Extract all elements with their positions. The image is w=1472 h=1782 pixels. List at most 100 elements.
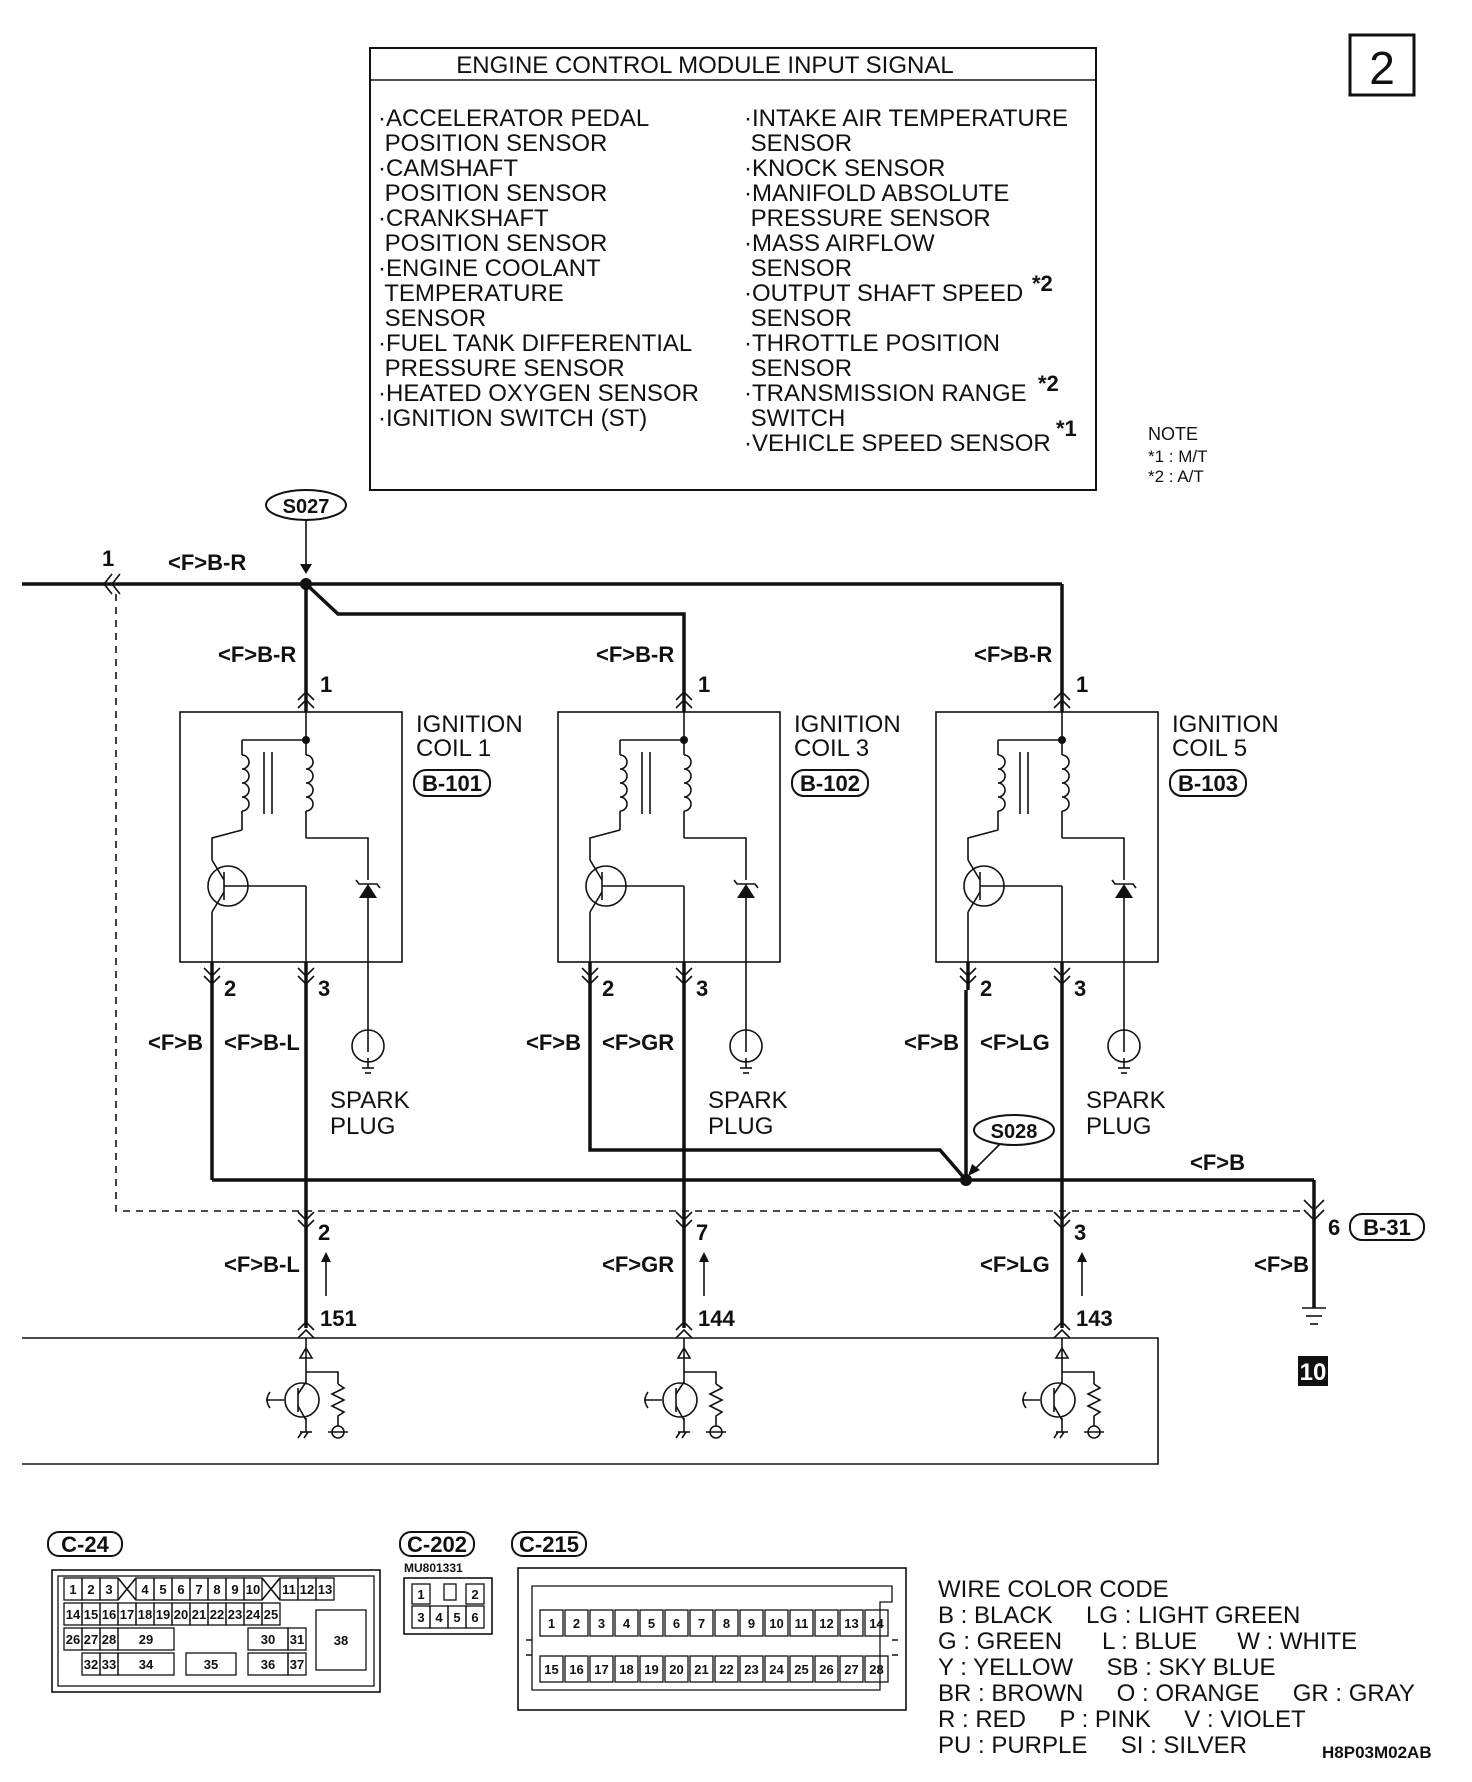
connector-symbol [581,967,599,986]
coil-ground-wire-label: <F>B [526,1030,581,1055]
connector-pin-number: 8 [213,1582,220,1597]
legend-line: PU : PURPLE SI : SILVER [938,1732,1247,1759]
signal-item: ·FUEL TANK DIFFERENTIAL [378,330,692,357]
connector-symbol [675,690,693,709]
resistor-icon [330,1383,346,1426]
signal-item: ·HEATED OXYGEN SENSOR [378,380,699,407]
connector-pin [689,1655,714,1683]
connector-pin-number: 16 [102,1607,116,1622]
ecm-driver [266,1338,348,1439]
connector-pin [764,1655,789,1683]
note-line: *2 : A/T [1148,467,1204,486]
transistor-icon [284,1382,320,1418]
connector-pin-number: 25 [264,1607,278,1622]
connector-pin [287,1627,307,1651]
connector-pin-number: 6 [177,1582,184,1597]
ecm-driver [1022,1338,1104,1439]
connector-pin-number: 24 [769,1662,784,1677]
signal-item: PRESSURE SENSOR [378,355,625,382]
coil-connector-label: B-102 [800,771,860,796]
spark-plug-label: SPARK [708,1087,788,1114]
legend-line: BR : BROWN O : ORANGE GR : GRAY [938,1680,1415,1707]
legend-title: WIRE COLOR CODE [938,1576,1169,1603]
signal-item: ·INTAKE AIR TEMPERATURE [744,105,1068,132]
ground-connector [1349,1213,1425,1241]
connector-symbol [1303,1199,1325,1222]
connector-pin-number: 19 [156,1607,170,1622]
connector-pin-number: 29 [139,1632,153,1647]
connector-c24-tag [47,1531,123,1557]
connector-pin-number: 23 [744,1662,758,1677]
connector-pin-number: 35 [204,1657,218,1672]
page-number: 2 [1369,42,1395,94]
coil-pin-1: 1 [1076,672,1088,697]
main-pin: 1 [102,546,114,571]
connector-pin [99,1577,119,1601]
ecm-wire-label: <F>LG [980,1252,1050,1277]
connector-pin [564,1655,589,1683]
footnote-mark: *2 [1032,271,1053,296]
connector-pin-number: 11 [795,1616,809,1631]
footnote-mark: *1 [1056,416,1077,441]
connector-pin-number: 8 [723,1616,730,1631]
connector-pin [839,1609,864,1637]
connector-pin-number: 4 [141,1582,149,1597]
signal-item: TEMPERATURE [378,280,564,307]
connector-pin-number: 30 [261,1632,275,1647]
connector-pin [564,1609,589,1637]
coil-pin-3: 3 [1074,976,1086,1001]
connector-pin-number: 1 [417,1587,424,1602]
connector-pin-number: 12 [819,1616,833,1631]
connector-pin [764,1609,789,1637]
ecm-box [22,1337,1159,1465]
ground-number-box [1298,1356,1328,1386]
bus-branch [304,582,686,650]
connector-pin-number: 3 [417,1610,424,1625]
signal-item: SENSOR [744,305,852,332]
connector-pin-number: 7 [195,1582,202,1597]
resistor-icon [708,1383,724,1426]
connector-pin-number: 18 [619,1662,633,1677]
footnote-mark: *2 [1038,371,1059,396]
signal-item: POSITION SENSOR [378,130,607,157]
signal-item: SENSOR [744,255,852,282]
signal-box-title: ENGINE CONTROL MODULE INPUT SIGNAL [456,52,953,79]
connector-pin [539,1655,564,1683]
connector-pin-number: 27 [844,1662,858,1677]
connector-pin [465,1583,485,1605]
ecm-terminal-number: 151 [320,1306,357,1331]
connector-pin [614,1609,639,1637]
connector-pin [714,1609,739,1637]
connector-pin-number: 21 [192,1607,206,1622]
connector-pin-number: 3 [598,1616,605,1631]
signal-item: SENSOR [744,355,852,382]
connector-symbol [297,1320,315,1339]
coil-ground-wire-label: <F>B [148,1030,203,1055]
ground-connector-label: B-31 [1363,1215,1411,1240]
signal-item: ·IGNITION SWITCH (ST) [378,405,647,432]
note-line: *1 : M/T [1148,447,1208,466]
signal-item: ·OUTPUT SHAFT SPEED [744,280,1023,307]
splice-s028-dot [960,1174,972,1186]
connector-pin-number: 14 [66,1607,81,1622]
signal-list-left: ·ACCELERATOR PEDAL POSITION SENSOR ·CAMS… [378,105,699,432]
connector-pin [261,1602,281,1626]
ecm-driver [644,1338,726,1439]
connector-pin-number: 4 [435,1610,443,1625]
ground-wire-label-bottom: <F>B [1254,1252,1309,1277]
signal-item: PRESSURE SENSOR [744,205,991,232]
primary-winding [619,754,628,812]
connector-pin [739,1655,764,1683]
connector-symbol [297,967,315,986]
connector-pin-number: 36 [261,1657,275,1672]
connector-c215-tag [511,1531,587,1557]
connector-pin-number: 28 [102,1632,116,1647]
connector-pin-number: 38 [334,1633,348,1648]
secondary-winding [1061,754,1070,812]
coil-box [557,711,781,963]
connector-pin [315,1577,335,1601]
signal-item: ·MANIFOLD ABSOLUTE [744,180,1009,207]
connector-pin [864,1655,889,1683]
